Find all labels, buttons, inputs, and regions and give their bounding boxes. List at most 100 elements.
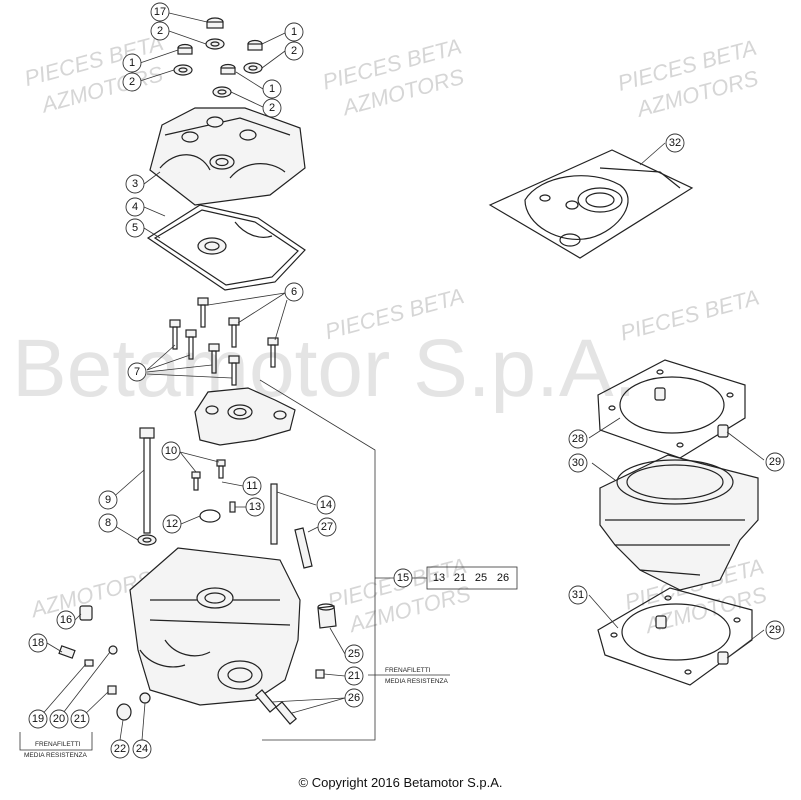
svg-text:25: 25 xyxy=(348,648,360,660)
callout-17: 17 xyxy=(150,2,170,22)
svg-text:27: 27 xyxy=(321,521,333,533)
svg-text:9: 9 xyxy=(105,494,111,506)
svg-text:2: 2 xyxy=(157,25,163,37)
callout-24: 24 xyxy=(132,739,152,759)
kit-box-num-3: 25 xyxy=(475,572,487,584)
bolt-set-6-7 xyxy=(169,297,279,386)
svg-text:15: 15 xyxy=(397,572,409,584)
svg-text:21: 21 xyxy=(348,670,360,682)
callout-7: 7 xyxy=(127,362,147,382)
callout-29a: 29 xyxy=(765,452,785,472)
callout-1a: 1 xyxy=(122,53,142,73)
cover-gasket-4-5 xyxy=(146,204,306,291)
callout-29b: 29 xyxy=(765,620,785,640)
callout-11: 11 xyxy=(242,476,262,496)
kit-box-num-1: 13 xyxy=(433,572,445,584)
threadlock-note-right-line-2: MEDIA RESISTENZA xyxy=(385,678,449,685)
callout-16: 16 xyxy=(56,610,76,630)
cap-screw-left xyxy=(173,43,193,76)
small-parts-19-24 xyxy=(84,645,151,721)
svg-text:28: 28 xyxy=(572,433,584,445)
callout-19: 19 xyxy=(28,709,48,729)
callout-12: 12 xyxy=(162,514,182,534)
base-gasket-28 xyxy=(597,359,746,459)
copyright-notice: © Copyright 2016 Betamotor S.p.A. xyxy=(298,775,503,790)
threadlock-note-bottom-line-1: FRENAFILETTI xyxy=(35,741,81,748)
head-gasket-31 xyxy=(597,587,753,686)
cap-screw-17 xyxy=(205,17,225,50)
svg-text:14: 14 xyxy=(320,499,332,511)
stud-14 xyxy=(270,483,278,545)
svg-text:2: 2 xyxy=(291,45,297,57)
nipple-21 xyxy=(315,669,325,679)
head-cover-3 xyxy=(149,107,306,206)
callout-2a: 2 xyxy=(150,21,170,41)
callout-1c: 1 xyxy=(262,79,282,99)
svg-text:31: 31 xyxy=(572,589,584,601)
svg-text:32: 32 xyxy=(669,137,681,149)
callout-6: 6 xyxy=(284,282,304,302)
svg-text:5: 5 xyxy=(132,222,138,234)
callout-2c: 2 xyxy=(284,41,304,61)
cam-carrier xyxy=(194,387,296,446)
callout-1b: 1 xyxy=(284,22,304,42)
svg-text:10: 10 xyxy=(165,445,177,457)
svg-text:26: 26 xyxy=(348,692,360,704)
svg-text:29: 29 xyxy=(769,624,781,636)
cylinder-30 xyxy=(599,454,759,591)
cylinder-head xyxy=(129,547,301,706)
cap-screw-center xyxy=(212,63,236,98)
callout-14: 14 xyxy=(316,495,336,515)
svg-text:12: 12 xyxy=(166,518,178,530)
main-watermark: Betamotor S.p.A. xyxy=(12,323,636,414)
studs-10 xyxy=(191,459,226,491)
threadlock-note-bottom-line-2: MEDIA RESISTENZA xyxy=(24,752,88,759)
callout-26: 26 xyxy=(344,688,364,708)
svg-text:2: 2 xyxy=(129,76,135,88)
svg-text:30: 30 xyxy=(572,457,584,469)
washer-8 xyxy=(137,534,157,546)
svg-text:29: 29 xyxy=(769,456,781,468)
watermark-line-8: PIECES BETA xyxy=(618,284,762,345)
o-ring-12 xyxy=(199,509,221,523)
callout-18: 18 xyxy=(28,633,48,653)
callout-4: 4 xyxy=(125,197,145,217)
gasket-kit-32 xyxy=(488,149,694,259)
svg-text:7: 7 xyxy=(134,366,140,378)
callout-9: 9 xyxy=(98,490,118,510)
callout-32: 32 xyxy=(665,133,685,153)
callout-30: 30 xyxy=(568,453,588,473)
callout-28: 28 xyxy=(568,429,588,449)
svg-text:19: 19 xyxy=(32,713,44,725)
kit-box-num-4: 26 xyxy=(497,572,509,584)
svg-text:20: 20 xyxy=(53,713,65,725)
svg-text:11: 11 xyxy=(246,480,257,492)
leader-lines xyxy=(39,12,765,741)
svg-text:2: 2 xyxy=(269,102,275,114)
svg-text:1: 1 xyxy=(269,83,275,95)
callout-27: 27 xyxy=(317,517,337,537)
callout-15: 15 xyxy=(393,568,413,588)
svg-text:4: 4 xyxy=(132,201,138,213)
pipes-26 xyxy=(255,689,297,725)
svg-text:17: 17 xyxy=(154,6,166,18)
fitting-18 xyxy=(58,645,76,659)
callout-2d: 2 xyxy=(262,98,282,118)
callout-20: 20 xyxy=(49,709,69,729)
svg-text:3: 3 xyxy=(132,178,138,190)
threadlock-note-right: FRENAFILETTI MEDIA RESISTENZA xyxy=(368,667,450,685)
long-bolt-9 xyxy=(139,427,155,534)
svg-text:13: 13 xyxy=(249,501,261,513)
tube-27 xyxy=(294,527,313,569)
callout-2b: 2 xyxy=(122,72,142,92)
threadlock-note-right-line-1: FRENAFILETTI xyxy=(385,667,431,674)
callout-22: 22 xyxy=(110,739,130,759)
svg-text:18: 18 xyxy=(32,637,44,649)
svg-text:22: 22 xyxy=(114,743,126,755)
svg-text:1: 1 xyxy=(129,57,135,69)
callout-13: 13 xyxy=(245,497,265,517)
callout-21a: 21 xyxy=(344,666,364,686)
dowel-13 xyxy=(229,501,236,513)
callout-10: 10 xyxy=(161,441,181,461)
